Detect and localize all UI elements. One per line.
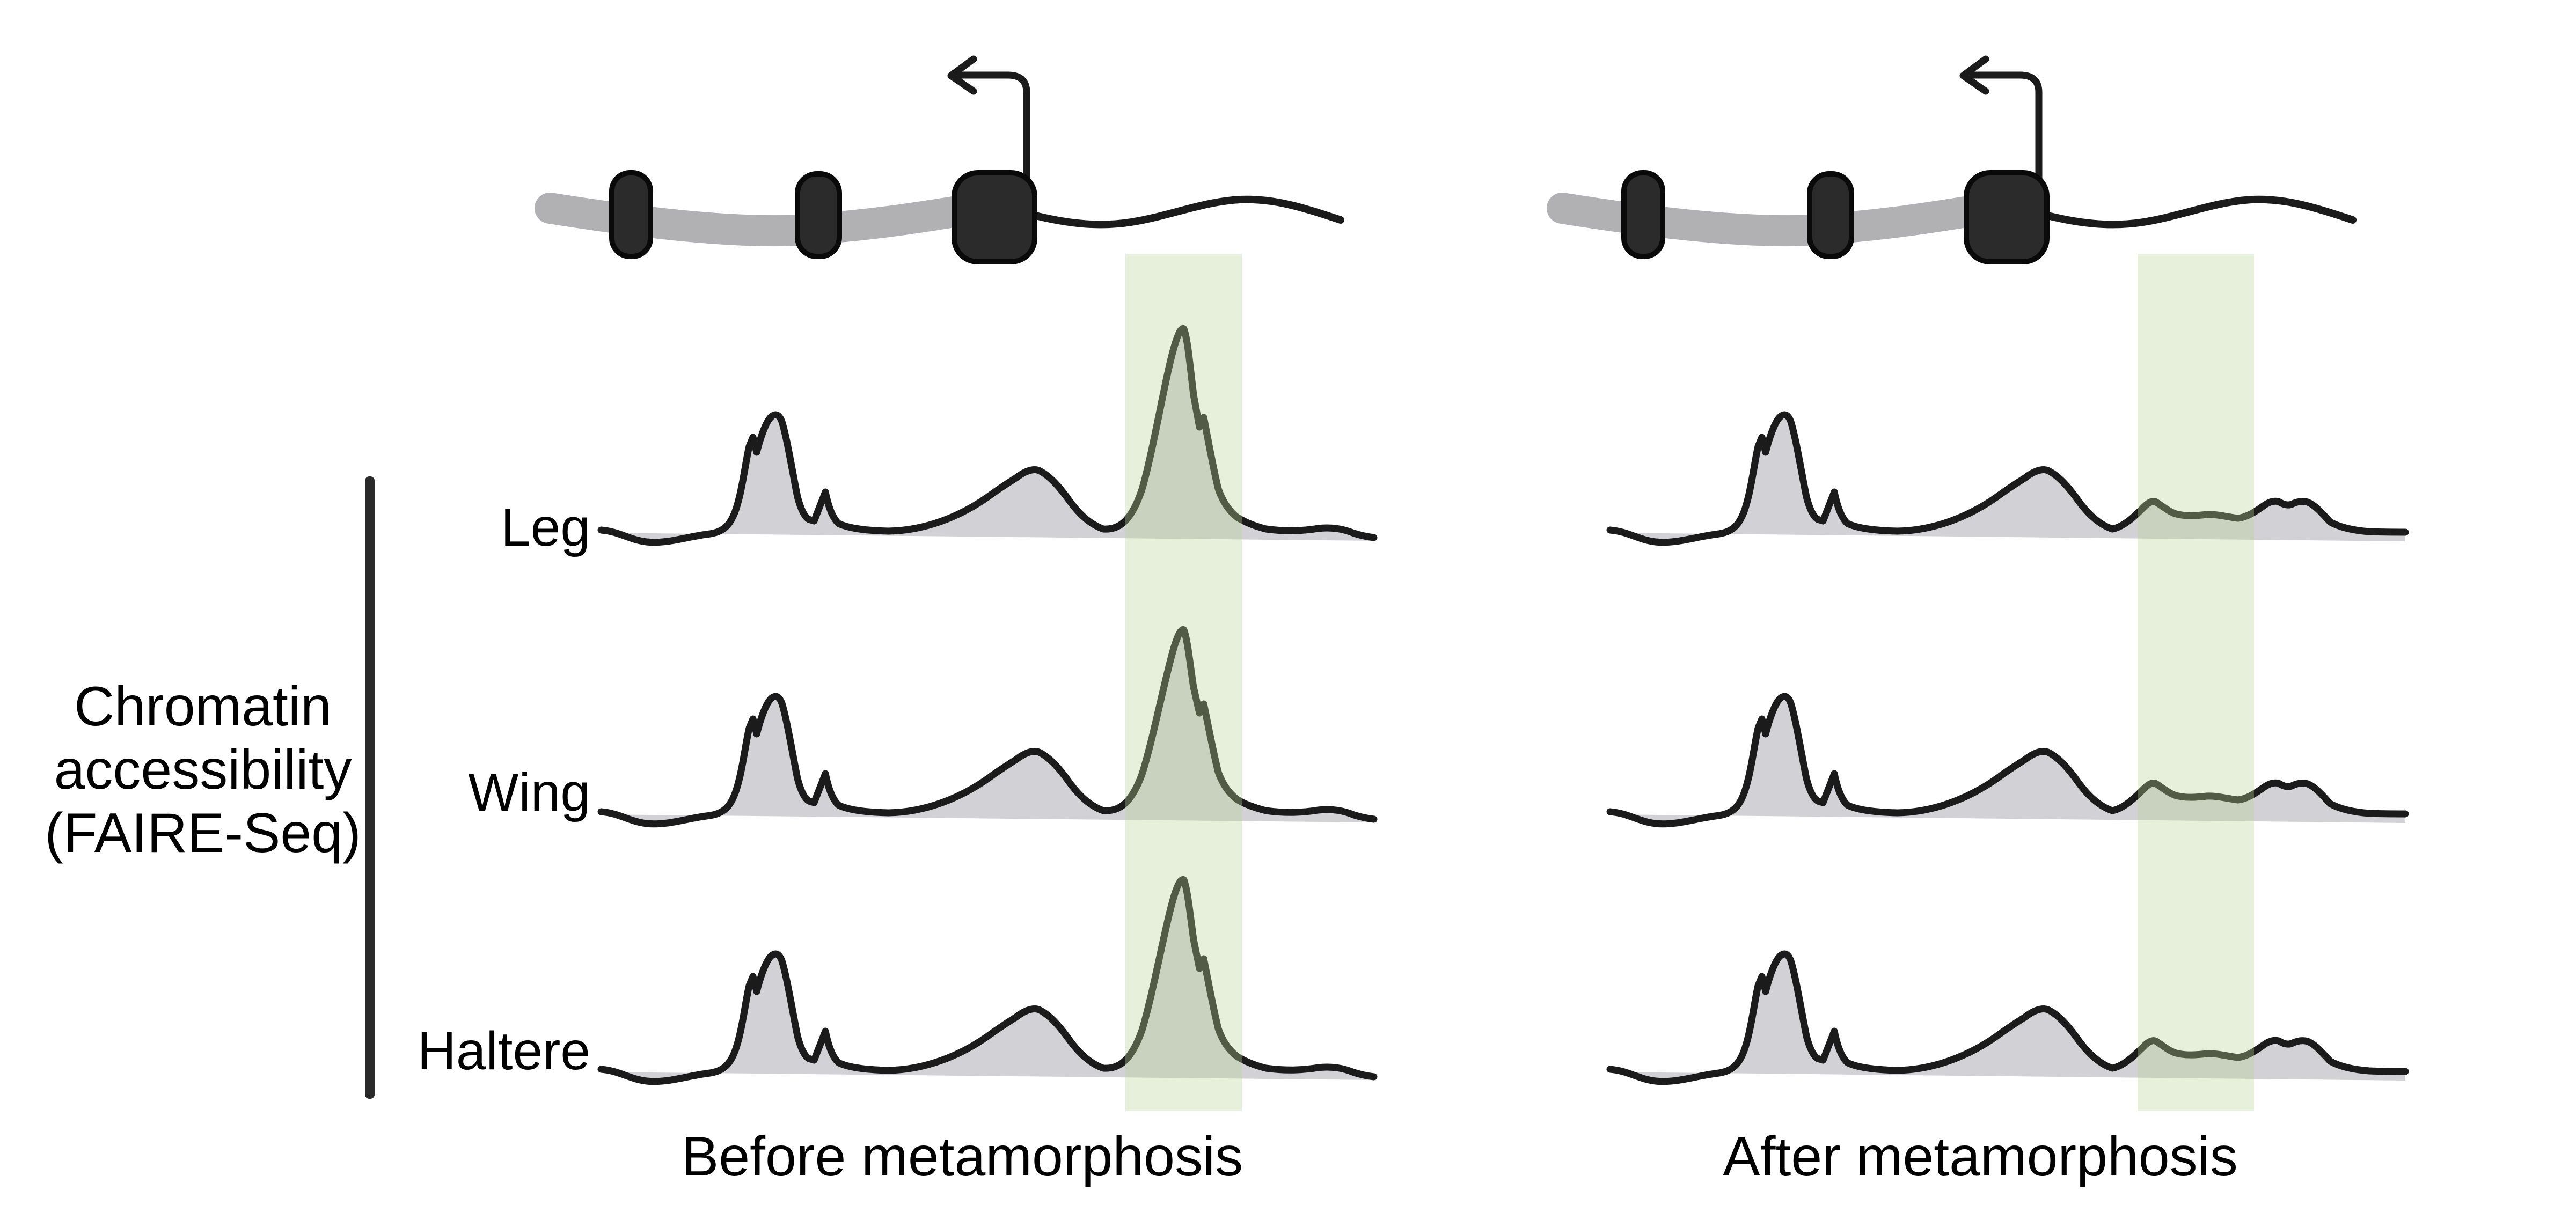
annotation-line-1: Chromatin (74, 675, 332, 738)
y-axis-group-label: Chromatin accessibility (FAIRE-Seq) (42, 675, 364, 865)
annotation-line-2: accessibility (54, 739, 352, 801)
track-area-fill (601, 879, 1374, 1082)
tss-arrow-head-icon (947, 55, 977, 95)
track-label-wing: Wing (468, 762, 590, 822)
tss-arrow-line (1969, 71, 2043, 208)
exon-1 (609, 170, 653, 259)
track-area-fill (601, 629, 1374, 824)
track-area-fill (601, 328, 1374, 542)
track-before-wing (597, 626, 1378, 828)
track-signal-line (1606, 693, 2409, 828)
tss-arrow-line (957, 71, 1030, 208)
track-after-haltere (1606, 950, 2409, 1085)
track-after-leg (1606, 411, 2409, 546)
track-before-haltere (597, 876, 1378, 1085)
downstream-dna-line (2040, 195, 2357, 229)
track-signal-line (1606, 411, 2409, 546)
caption-after-metamorphosis: After metamorphosis (1723, 1126, 2238, 1188)
track-signal-line (1606, 950, 2409, 1085)
downstream-dna-line (1028, 195, 1344, 229)
exon-2 (795, 171, 842, 259)
track-label-haltere: Haltere (417, 1021, 590, 1081)
gene-model-before (535, 55, 1344, 264)
track-after-wing (1606, 693, 2409, 828)
caption-before-metamorphosis: Before metamorphosis (681, 1126, 1243, 1188)
exon-3-first-exon (952, 170, 1037, 264)
track-area-fill (1610, 954, 2405, 1082)
track-area-fill (1610, 696, 2405, 824)
exon-1 (1621, 170, 1665, 259)
tss-arrow-head-icon (1959, 55, 1989, 95)
track-label-leg: Leg (501, 497, 590, 557)
group-bracket-line (365, 476, 375, 1099)
annotation-line-3: (FAIRE-Seq) (45, 802, 361, 864)
track-signal-line (597, 626, 1378, 828)
track-area-fill (1610, 415, 2405, 542)
track-before-leg (597, 325, 1378, 546)
exon-3-first-exon (1964, 170, 2050, 264)
exon-2 (1807, 171, 1854, 259)
track-signal-line (597, 325, 1378, 546)
track-signal-line (597, 876, 1378, 1085)
gene-model-after (1547, 55, 2357, 264)
